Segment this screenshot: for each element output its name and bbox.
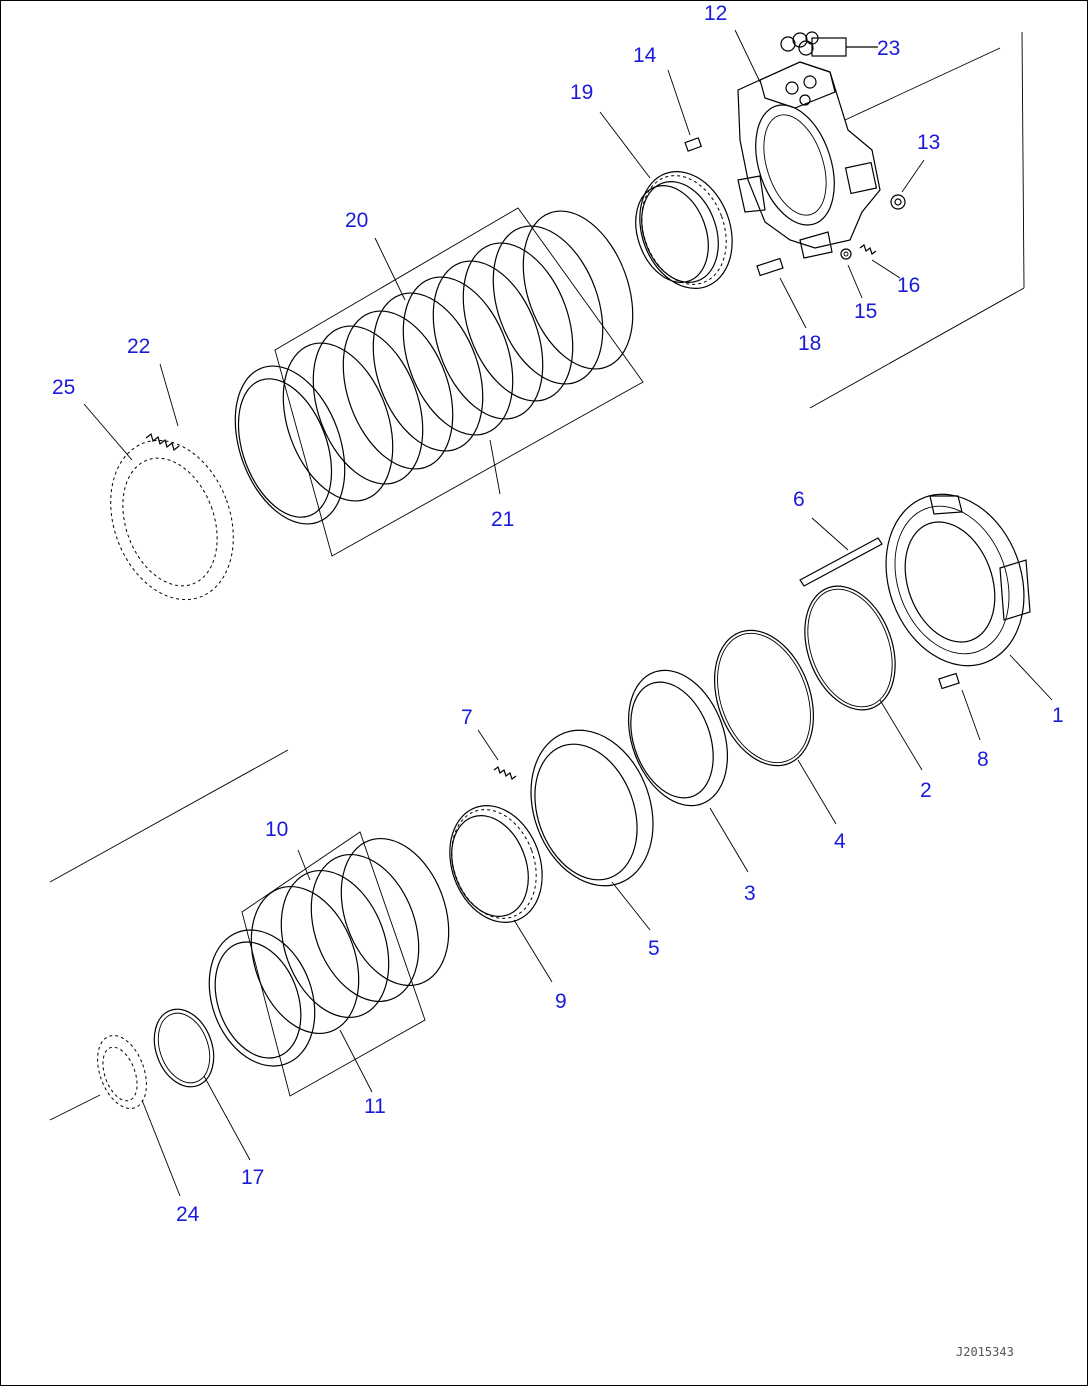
part-25-end-plate bbox=[110, 439, 234, 601]
part-14-pin bbox=[684, 137, 703, 152]
part-2-seal-ring bbox=[804, 585, 896, 711]
callout-16: 16 bbox=[897, 274, 920, 297]
callout-9: 9 bbox=[555, 990, 567, 1013]
part-24-retainer bbox=[97, 1035, 147, 1109]
callout-20: 20 bbox=[345, 209, 368, 232]
clutch-pack-upper bbox=[234, 207, 644, 557]
part-18-pin bbox=[756, 257, 784, 277]
drawing-code: J2015343 bbox=[956, 1345, 1014, 1359]
callout-21: 21 bbox=[491, 508, 514, 531]
clutch-pack-lower bbox=[208, 831, 450, 1097]
callout-2: 2 bbox=[920, 779, 932, 802]
callout-4: 4 bbox=[834, 830, 846, 853]
callout-8: 8 bbox=[977, 748, 989, 771]
part-22-spring bbox=[145, 432, 180, 452]
callout-14: 14 bbox=[633, 44, 657, 67]
part-5-plate bbox=[530, 729, 654, 887]
callout-5: 5 bbox=[648, 937, 660, 960]
callout-13: 13 bbox=[917, 131, 940, 154]
part-17-snap-ring bbox=[153, 1008, 215, 1088]
part-3-piston bbox=[627, 669, 729, 807]
part-1-housing bbox=[885, 493, 1031, 667]
callout-24: 24 bbox=[176, 1203, 200, 1226]
part-16-spring bbox=[859, 244, 877, 255]
part-23-plugs bbox=[780, 31, 878, 57]
part-8-pin bbox=[938, 672, 960, 690]
callout-labels: 1 2 3 4 5 6 7 8 9 10 11 12 13 14 15 16 1… bbox=[52, 2, 1064, 1226]
callout-23: 23 bbox=[877, 37, 900, 60]
callout-18: 18 bbox=[798, 332, 821, 355]
part-13-nut bbox=[890, 194, 906, 210]
callout-7: 7 bbox=[461, 706, 473, 729]
callout-6: 6 bbox=[793, 488, 805, 511]
callout-25: 25 bbox=[52, 376, 75, 399]
callout-3: 3 bbox=[744, 882, 756, 905]
leader-lines bbox=[83, 29, 1053, 1197]
part-15-washer bbox=[840, 248, 852, 260]
callout-15: 15 bbox=[854, 300, 877, 323]
callout-1: 1 bbox=[1052, 704, 1064, 727]
part-19-ring bbox=[635, 171, 733, 289]
callout-12: 12 bbox=[704, 2, 727, 25]
part-9-ring-gear bbox=[449, 805, 543, 923]
callout-11: 11 bbox=[364, 1095, 386, 1118]
part-7-spring bbox=[493, 766, 517, 780]
callout-10: 10 bbox=[265, 818, 288, 841]
callout-19: 19 bbox=[570, 81, 593, 104]
part-4-seal-ring bbox=[713, 629, 815, 767]
callout-22: 22 bbox=[127, 335, 150, 358]
callout-17: 17 bbox=[241, 1166, 264, 1189]
part-6-rod bbox=[799, 537, 883, 587]
part-12-housing bbox=[737, 61, 881, 259]
axis-lines bbox=[49, 31, 1025, 1121]
